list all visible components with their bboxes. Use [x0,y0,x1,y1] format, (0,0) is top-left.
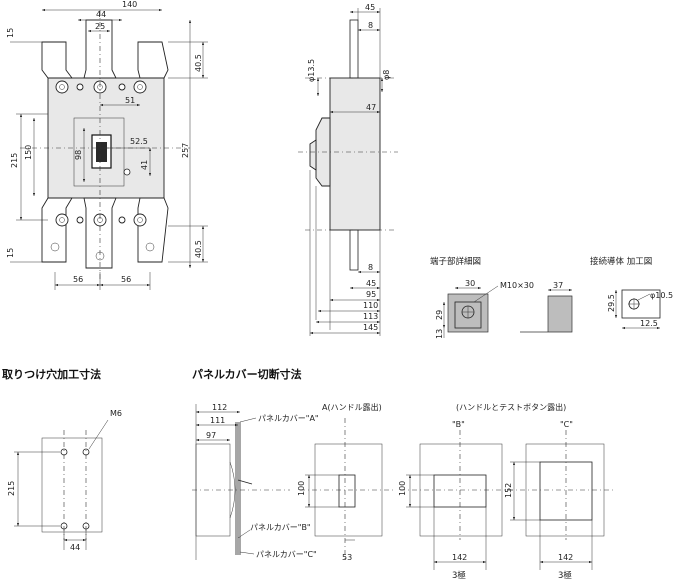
dim-113: 113 [363,312,378,321]
cutout-b-width: 142 [452,553,467,562]
cutout-a-width: 53 [342,553,352,562]
dim-25: 25 [95,22,105,31]
dim-145: 145 [363,323,378,332]
dim-8-bottom: 8 [368,263,373,272]
cover-panel [73,117,125,187]
bottom-terminals [41,197,169,269]
mounting-title: 取りつけ穴加工寸法 [2,367,101,381]
cutout-c-width: 142 [558,553,573,562]
dim-phi8: φ8 [382,70,391,80]
dim-95: 95 [366,290,376,299]
mounting-holes: 取りつけ穴加工寸法 M6 215 44 [2,367,122,552]
dim-30: 30 [465,279,475,288]
dim-111: 111 [210,416,225,425]
conductor-detail-title: 接続導体 加工図 [590,256,652,267]
top-terminals [41,19,169,94]
dim-150: 150 [24,145,33,160]
label-panel-c: パネルカバー"C" [256,550,317,559]
dim-98: 98 [74,150,83,160]
dim-215-mount: 215 [7,481,16,496]
dim-15-top: 15 [6,28,15,38]
cutout-b-title: "B" [452,420,465,429]
dim-52-5: 52.5 [130,137,148,146]
dim-110: 110 [363,301,378,310]
dim-13: 13 [435,329,444,339]
dim-45-top: 45 [365,3,375,12]
dim-12-5: 12.5 [640,319,658,328]
cutout-c-height: 152 [504,483,513,498]
dim-45-bottom: 45 [366,279,376,288]
dim-44: 44 [96,10,106,19]
dim-47: 47 [366,103,376,112]
cutout-b-height: 100 [398,481,407,496]
dim-257: 257 [181,143,190,158]
dim-29-5: 29.5 [607,294,616,312]
dim-phi10-5: φ10.5 [650,291,673,300]
terminal-detail: 端子部詳細図 30 M10×30 29 13 37 [430,256,573,339]
dim-112: 112 [212,403,227,412]
dim-8-top: 8 [368,21,373,30]
cutout-a-height: 100 [297,481,306,496]
dim-37: 37 [553,281,563,290]
dim-215: 215 [10,153,19,168]
label-panel-b: パネルカバー"B" [250,523,311,532]
dim-51: 51 [125,96,135,105]
dim-44-mount: 44 [70,543,80,552]
dim-m10x30: M10×30 [500,281,534,290]
cutout-c-poles: 3極 [558,570,572,581]
dim-40-5-bottom: 40.5 [194,240,203,258]
dim-56-right: 56 [121,275,131,284]
dim-140: 140 [122,0,137,9]
panel-title: パネルカバー切断寸法 [192,367,302,381]
dim-97: 97 [206,431,216,440]
dim-56-left: 56 [73,275,83,284]
cutout-b-subtitle: (ハンドルとテストボタン露出) [456,402,566,412]
terminal-detail-title: 端子部詳細図 [430,256,481,267]
conductor-detail: 接続導体 加工図 φ10.5 29.5 12.5 [590,256,673,330]
side-body [329,77,381,231]
cutout-c-title: "C" [560,420,573,429]
dim-41: 41 [140,160,149,170]
cutout-a-title: A(ハンドル露出) [322,402,382,412]
side-view: 45 8 φ13.5 φ8 47 8 45 95 110 113 145 [298,3,398,336]
handle-lever [96,142,107,162]
front-view: 140 44 25 15 40.5 51 52.5 215 150 98 41 … [6,0,208,290]
dim-15-bottom: 15 [6,248,15,258]
panel-cutout: パネルカバー切断寸法 112 111 97 パネルカバー"A" パネルカバー"B… [192,367,615,581]
cutout-b-poles: 3極 [452,570,466,581]
dim-m6: M6 [110,409,122,418]
dim-40-5-top: 40.5 [194,54,203,72]
dim-phi13-5: φ13.5 [307,59,316,82]
label-panel-a: パネルカバー"A" [258,414,319,423]
test-button [123,168,131,176]
dim-29: 29 [435,310,444,320]
